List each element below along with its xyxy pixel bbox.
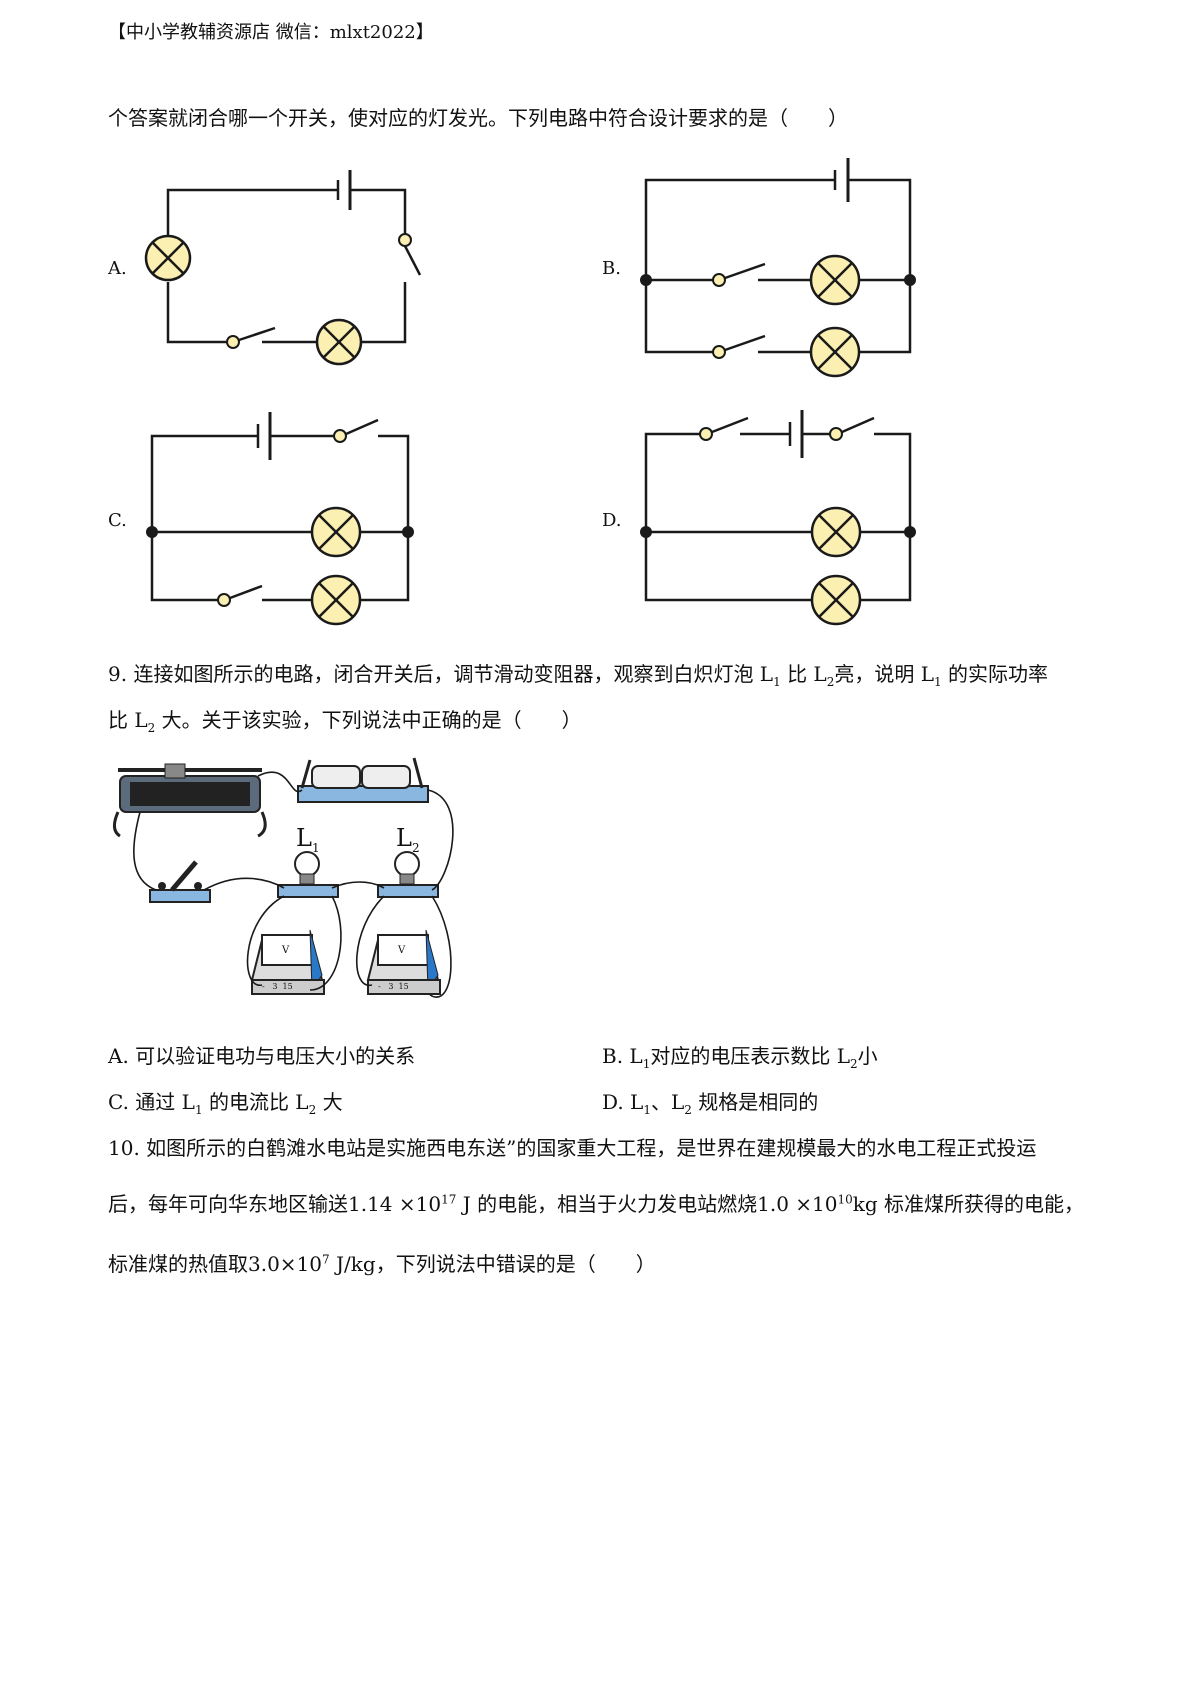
- bulb-l2-icon: [377, 851, 439, 898]
- q9-option-d: D. L1、L2 规格是相同的: [602, 1090, 819, 1117]
- voltmeter-2-scale: - 3 15: [378, 982, 409, 991]
- voltmeter-1-scale: - 3 15: [262, 982, 293, 991]
- fig-label-l2: L2: [396, 824, 420, 855]
- q9-option-b: B. L1对应的电压表示数比 L2小: [602, 1044, 878, 1071]
- bulb-l1-icon: [277, 851, 339, 898]
- q10-line-3: 标准煤的热值取3.0×107 J/kg，下列说法中错误的是（ ）: [108, 1252, 656, 1276]
- voltmeter-2-icon: [366, 929, 441, 995]
- rheostat-icon: [113, 763, 267, 838]
- q9-line-1: 9. 连接如图所示的电路，闭合开关后，调节滑动变阻器，观察到白炽灯泡 L1 比 …: [108, 662, 1048, 689]
- voltmeter-2-letter: V: [398, 945, 406, 956]
- q9-line-2: 比 L2 大。关于该实验，下列说法中正确的是（ ）: [108, 708, 582, 735]
- option-d-label: D.: [602, 510, 622, 531]
- option-c-label: C.: [108, 510, 127, 531]
- option-a-label: A.: [108, 258, 127, 279]
- option-b-label: B.: [602, 258, 621, 279]
- voltmeter-1-letter: V: [282, 945, 290, 956]
- q9-option-c: C. 通过 L1 的电流比 L2 大: [108, 1090, 343, 1117]
- q8-stem: 个答案就闭合哪一个开关，使对应的灯发光。下列电路中符合设计要求的是（ ）: [108, 106, 848, 130]
- fig-label-l1: L1: [296, 824, 320, 855]
- q10-line-1: 10. 如图所示的白鹤滩水电站是实施西电东送”的国家重大工程，是世界在建规模最大…: [108, 1136, 1037, 1160]
- q10-line-2: 后，每年可向华东地区输送1.14 ×1017 J 的电能，相当于火力发电站燃烧1…: [108, 1192, 1085, 1216]
- battery-icon: [297, 757, 429, 803]
- page-header: 【中小学教辅资源店 微信：mlxt2022】: [108, 22, 434, 43]
- q9-option-a: A. 可以验证电功与电压大小的关系: [108, 1044, 416, 1068]
- switch-icon: [149, 860, 211, 903]
- voltmeter-1-icon: [250, 929, 325, 995]
